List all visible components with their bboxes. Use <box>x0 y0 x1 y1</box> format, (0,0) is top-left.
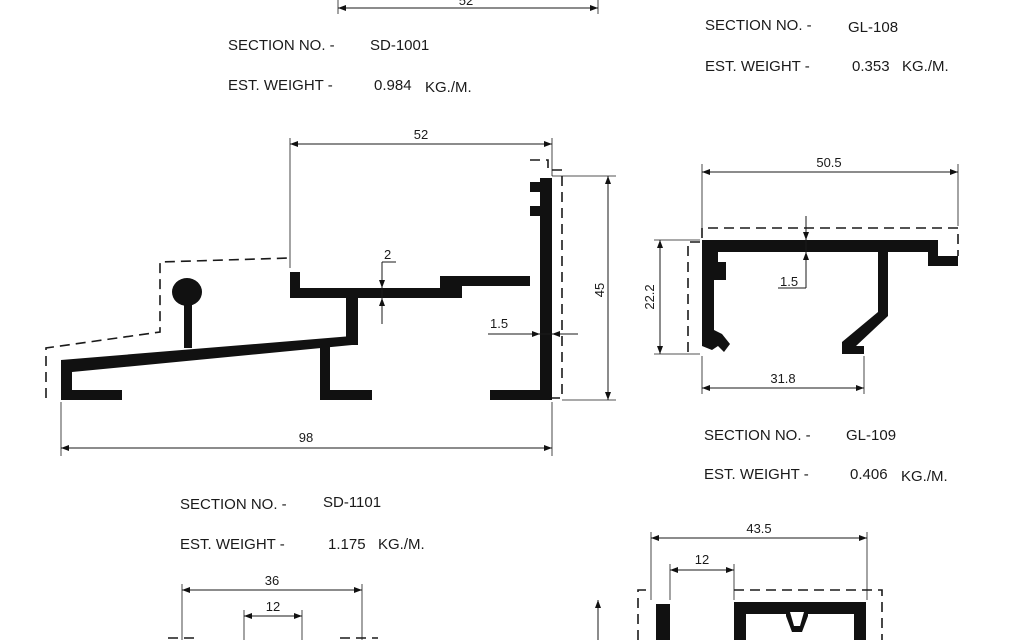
dim-inner: 31.8 <box>770 371 795 386</box>
dim-inner: 12 <box>695 552 709 567</box>
top-partial-dim-label: 52 <box>459 0 473 8</box>
label-sd1001: SECTION NO. - SD-1001 EST. WEIGHT - 0.98… <box>228 37 472 96</box>
dim-width: 36 <box>265 573 279 588</box>
dim-height: 45 <box>592 283 607 297</box>
section-number: GL-108 <box>848 19 898 36</box>
profile-bottom-right: 43.5 12 <box>595 521 883 640</box>
section-label: SECTION NO. - <box>705 17 812 34</box>
weight-value: 0.353 <box>852 58 890 75</box>
section-label: SECTION NO. - <box>704 427 811 444</box>
label-sd1101: SECTION NO. - SD-1101 EST. WEIGHT - 1.17… <box>180 494 425 553</box>
weight-value: 1.175 <box>328 536 366 553</box>
weight-label: EST. WEIGHT - <box>228 77 333 94</box>
dim-wall: 1.5 <box>490 316 508 331</box>
dim-lip: 2 <box>384 247 391 262</box>
dim-inner: 12 <box>266 599 280 614</box>
profile-gl109: 50.5 22.2 1.5 31.8 <box>642 155 959 394</box>
dim-width: 50.5 <box>816 155 841 170</box>
profile-sd1101: 52 2 45 1.5 98 <box>45 127 616 456</box>
section-number: GL-109 <box>846 427 896 444</box>
dim-wall: 1.5 <box>780 274 798 289</box>
weight-label: EST. WEIGHT - <box>704 466 809 483</box>
profile-bottom-left: 36 12 <box>168 573 378 640</box>
section-label: SECTION NO. - <box>228 37 335 54</box>
dim-width: 43.5 <box>746 521 771 536</box>
dim-width-top: 52 <box>414 127 428 142</box>
weight-label: EST. WEIGHT - <box>705 58 810 75</box>
dim-width-bottom: 98 <box>299 430 313 445</box>
weight-value: 0.406 <box>850 466 888 483</box>
section-number: SD-1101 <box>323 494 381 511</box>
label-gl109: SECTION NO. - GL-109 EST. WEIGHT - 0.406… <box>704 427 948 485</box>
weight-unit: KG./M. <box>902 58 949 75</box>
label-gl108: SECTION NO. - GL-108 EST. WEIGHT - 0.353… <box>705 17 949 75</box>
top-partial-dimension: 52 <box>337 0 599 14</box>
weight-unit: KG./M. <box>425 79 472 96</box>
weight-unit: KG./M. <box>901 468 948 485</box>
weight-value: 0.984 <box>374 77 412 94</box>
section-number: SD-1001 <box>370 37 429 54</box>
section-label: SECTION NO. - <box>180 496 287 513</box>
weight-label: EST. WEIGHT - <box>180 536 285 553</box>
dim-height: 22.2 <box>642 284 657 309</box>
weight-unit: KG./M. <box>378 536 425 553</box>
